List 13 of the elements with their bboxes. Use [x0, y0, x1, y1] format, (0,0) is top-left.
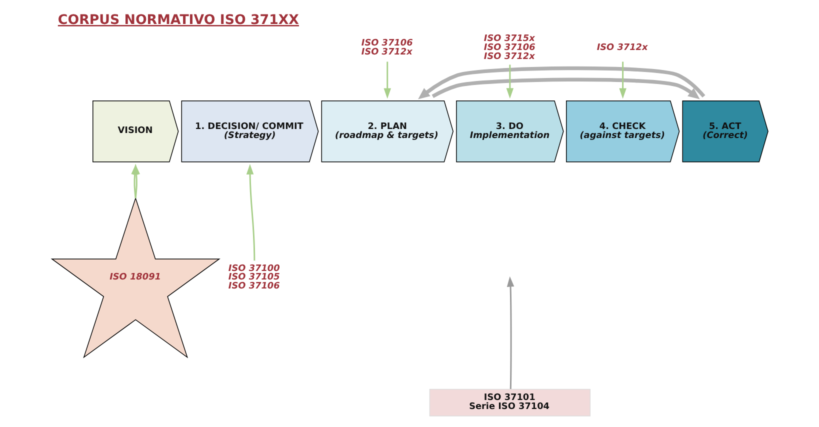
- diagram-title: CORPUS NORMATIVO ISO 371XX: [57, 12, 298, 28]
- node-text: ISO 3715x ISO 37106 ISO 3712x: [483, 34, 535, 62]
- arrow: [618, 62, 626, 99]
- node-text: ISO 3712x: [596, 42, 648, 53]
- arrow: [418, 66, 705, 100]
- node-box: ISO 37101 Serie ISO 37104: [428, 388, 590, 416]
- node-text: ISO 37106 ISO 3712x: [360, 38, 412, 58]
- arrow: [246, 164, 255, 261]
- arrow: [506, 276, 514, 390]
- node-text: ISO 37100 ISO 37105 ISO 37106: [228, 264, 280, 292]
- arrow: [506, 64, 514, 99]
- arrow: [383, 62, 391, 99]
- arrow: [431, 78, 700, 100]
